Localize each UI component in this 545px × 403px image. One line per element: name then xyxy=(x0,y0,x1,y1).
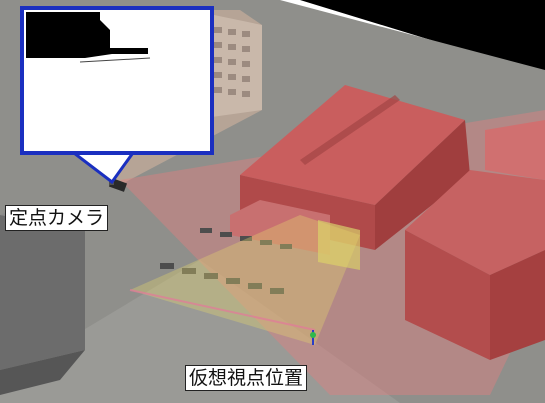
viewpoint-marker-icon xyxy=(310,330,316,345)
sky-area xyxy=(0,0,545,75)
fixed-camera-label: 定点カメラ xyxy=(5,205,109,231)
right-building xyxy=(405,120,545,360)
view-ray xyxy=(129,289,316,331)
parking-rows xyxy=(160,228,292,294)
preview-silhouette xyxy=(26,12,148,58)
main-warehouse xyxy=(230,85,470,270)
virtual-view-frustum xyxy=(130,215,360,345)
virtual-viewpoint-label: 仮想視点位置 xyxy=(185,365,308,391)
camera-preview-inset xyxy=(20,6,214,155)
